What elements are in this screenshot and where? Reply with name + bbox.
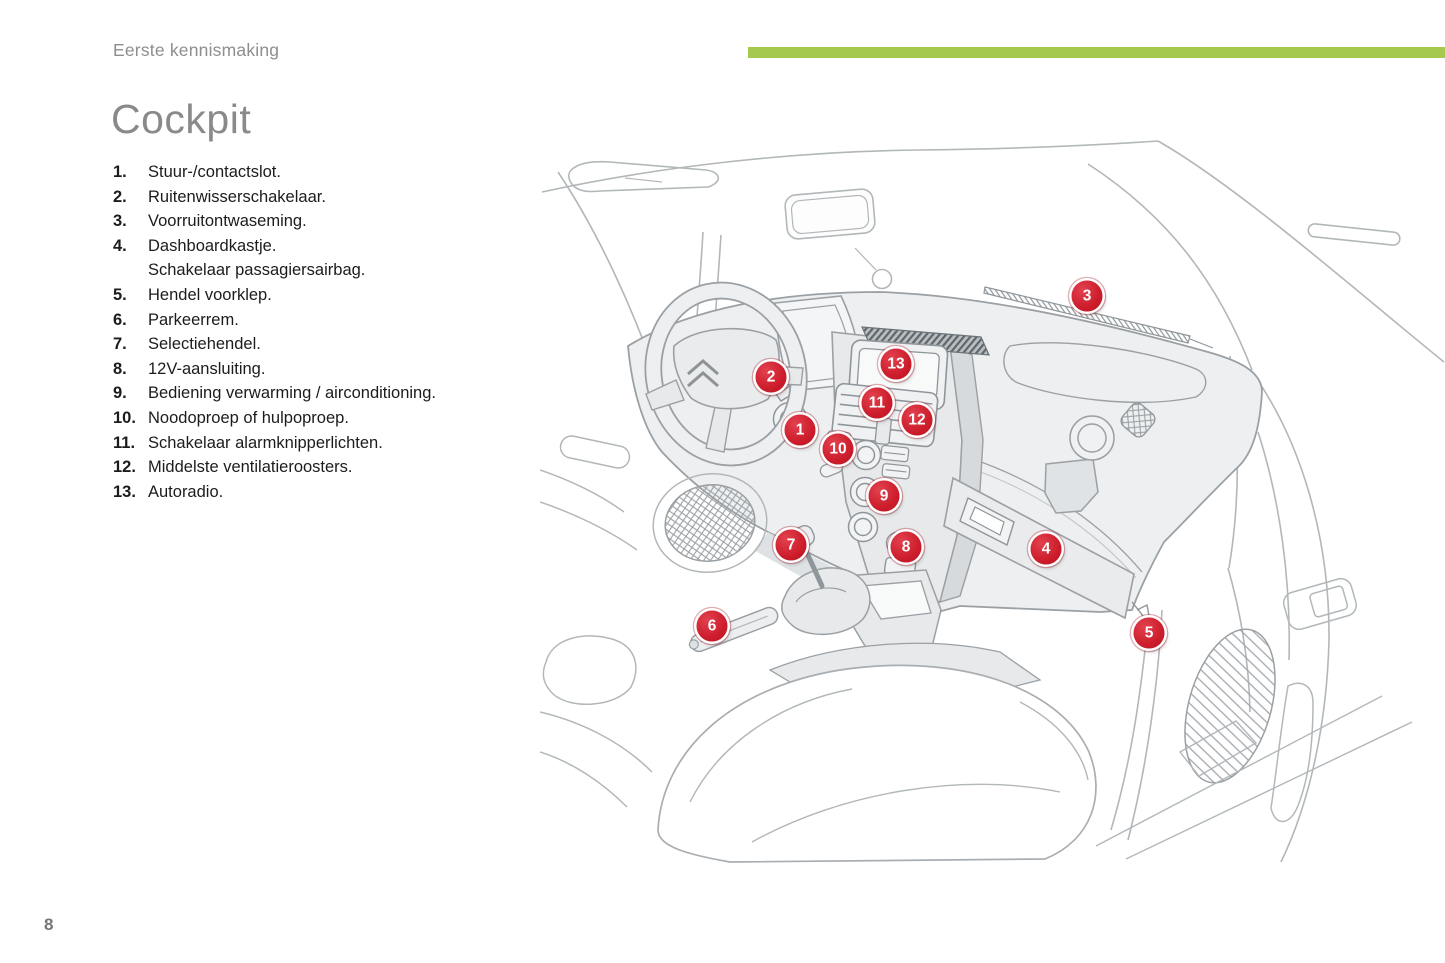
left-door-trim [540,435,638,551]
legend-item-text: Middelste ventilatieroosters. [148,458,353,477]
brand-logo-chevrons [687,359,719,388]
legend-item-number: 6. [113,310,127,329]
legend-item-number: 3. [113,212,127,231]
legend-item-text: Voorruitontwaseming. [148,212,307,231]
callout-badge-1: 1 [784,414,816,446]
legend-item-text: Ruitenwisserschakelaar. [148,187,326,206]
door-speaker-left [652,472,768,574]
legend-item-text: Schakelaar alarmknipperlichten. [148,433,383,452]
tweeter-grille [1120,402,1156,438]
callout-badge-4: 4 [1030,533,1062,565]
top-vent [861,326,990,356]
door-speaker-right [1184,628,1276,784]
legend-item-text: Dashboardkastje. [148,236,277,255]
legend-item-2: 2. Ruitenwisserschakelaar. [113,185,533,210]
legend-item-11: 11. Schakelaar alarmknipperlichten. [113,431,533,456]
cockpit-line-art [540,140,1445,863]
legend-item-number: 11. [113,433,136,452]
legend-item-text: Stuur-/contactslot. [148,163,281,181]
legend-item-number: 9. [113,384,127,403]
climate-knobs [847,439,882,543]
legend-item-text: Autoradio. [148,482,224,501]
right-door-panel [1184,577,1358,823]
legend-item-12: 12. Middelste ventilatieroosters. [113,455,533,480]
legend-item-text: Bediening verwarming / airconditioning. [148,384,436,403]
callout-badge-2: 2 [755,361,787,393]
legend-item-13: 13. Autoradio. [113,480,533,505]
legend-item-10: 10. Noodoproep of hulpoproep. [113,406,533,431]
page-number: 8 [44,915,54,934]
legend-item-9: 9. Bediening verwarming / airconditioning… [113,381,533,406]
callout-badge-8: 8 [890,531,922,563]
callout-badge-13: 13 [880,348,912,380]
legend-item-number: 10. [113,408,136,427]
legend-item-text: Hendel voorklep. [148,285,272,304]
legend-item-7: 7. Selectiehendel. [113,332,533,357]
callout-badge-10: 10 [822,433,854,465]
callout-badge-11: 11 [861,387,893,419]
legend-item-8: 8. 12V-aansluiting. [113,357,533,382]
legend-item-text: Schakelaar passagiersairbag. [148,261,366,280]
legend-list: 1. Stuur-/contactslot. 2. Ruitenwisserschak… [113,160,533,504]
legend-item-number: 13. [113,482,136,501]
accent-bar [748,47,1445,58]
legend-item-number: 1. [113,163,127,181]
legend-item-number: 4. [113,236,127,255]
legend-item-number: 5. [113,285,127,304]
defroster-strip [983,286,1214,349]
section-title: Eerste kennismaking [113,40,280,60]
legend-item-text: Noodoproep of hulpoproep. [148,408,349,427]
rearview-mirror [784,188,893,290]
callout-badge-6: 6 [696,610,728,642]
page-title: Cockpit [111,96,252,142]
side-air-vent [1044,415,1115,514]
callout-badge-5: 5 [1133,617,1165,649]
legend-item-4: 4. Dashboardkastje. Schakelaar passagiersa… [113,234,533,283]
callout-badge-3: 3 [1071,280,1103,312]
legend-item-text: 12V-aansluiting. [148,359,266,378]
seats [540,635,1413,863]
callout-badge-7: 7 [775,529,807,561]
legend-item-number: 8. [113,359,127,378]
window-switch [1282,577,1358,631]
steering-wheel [644,281,808,467]
legend-item-text: Selectiehendel. [148,335,261,354]
callout-badge-12: 12 [901,404,933,436]
legend-item-number: 2. [113,187,127,206]
door-handle-recess [1270,682,1314,823]
callout-badge-9: 9 [868,480,900,512]
legend-item-5: 5. Hendel voorklep. [113,283,533,308]
legend-item-3: 3. Voorruitontwaseming. [113,209,533,234]
legend-item-number: 12. [113,458,136,477]
legend-item-text: Parkeerrem. [148,310,239,329]
legend-item-6: 6. Parkeerrem. [113,308,533,333]
legend-item-number: 7. [113,335,127,354]
legend-item-1: 1. Stuur-/contactslot. [113,160,533,185]
